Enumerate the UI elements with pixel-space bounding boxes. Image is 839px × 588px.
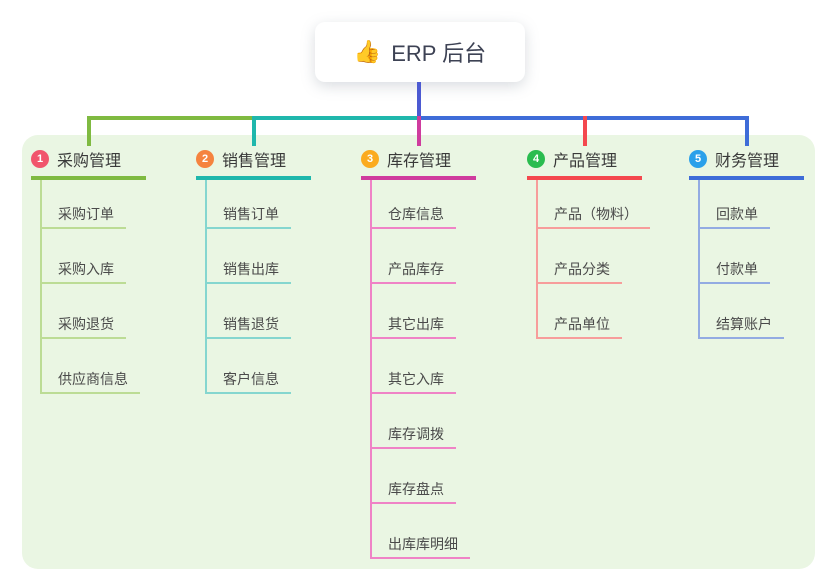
root-node[interactable]: 👍 ERP 后台 xyxy=(315,22,525,82)
child-node[interactable]: 产品库存 xyxy=(370,256,456,284)
child-node[interactable]: 其它出库 xyxy=(370,311,456,339)
branch-header-4[interactable]: 4 产品管理 xyxy=(527,146,617,172)
child-node[interactable]: 采购退货 xyxy=(40,311,126,339)
child-node[interactable]: 产品（物料） xyxy=(536,201,650,229)
branch-2-underline xyxy=(196,176,311,180)
root-node-label: ERP 后台 xyxy=(391,41,487,66)
child-node[interactable]: 采购订单 xyxy=(40,201,126,229)
branch-header-5[interactable]: 5 财务管理 xyxy=(689,146,779,172)
branch-2-drop-line xyxy=(252,116,256,146)
branch-label: 财务管理 xyxy=(715,153,780,170)
branch-label: 销售管理 xyxy=(222,153,287,170)
child-node[interactable]: 出库库明细 xyxy=(370,531,470,559)
branch-header-3[interactable]: 3 库存管理 xyxy=(361,146,451,172)
branch-number-badge: 5 xyxy=(689,150,707,168)
bus-segment-green xyxy=(89,116,254,120)
branch-label: 采购管理 xyxy=(57,153,122,170)
child-node[interactable]: 结算账户 xyxy=(698,311,784,339)
branch-header-2[interactable]: 2 销售管理 xyxy=(196,146,286,172)
branch-number-badge: 4 xyxy=(527,150,545,168)
child-node[interactable]: 回款单 xyxy=(698,201,770,229)
branch-1-drop-line xyxy=(87,116,91,146)
child-node[interactable]: 其它入库 xyxy=(370,366,456,394)
child-node[interactable]: 客户信息 xyxy=(205,366,291,394)
branches-panel xyxy=(22,135,815,569)
branch-number-badge: 2 xyxy=(196,150,214,168)
root-connector-line xyxy=(417,82,421,116)
branch-3-underline xyxy=(361,176,476,180)
branch-2-child-rail xyxy=(205,180,207,394)
branch-3-child-rail xyxy=(370,180,372,559)
branch-4-underline xyxy=(527,176,642,180)
child-node[interactable]: 销售出库 xyxy=(205,256,291,284)
branch-4-drop-line xyxy=(583,116,587,146)
child-node[interactable]: 产品单位 xyxy=(536,311,622,339)
branch-label: 产品管理 xyxy=(553,153,618,170)
branch-label: 库存管理 xyxy=(387,153,452,170)
branch-5-underline xyxy=(689,176,804,180)
branch-number-badge: 1 xyxy=(31,150,49,168)
child-node[interactable]: 采购入库 xyxy=(40,256,126,284)
branch-number-badge: 3 xyxy=(361,150,379,168)
branch-header-1[interactable]: 1 采购管理 xyxy=(31,146,121,172)
child-node[interactable]: 销售退货 xyxy=(205,311,291,339)
child-node[interactable]: 库存调拨 xyxy=(370,421,456,449)
branch-5-child-rail xyxy=(698,180,700,339)
child-node[interactable]: 销售订单 xyxy=(205,201,291,229)
branch-5-drop-line xyxy=(745,116,749,146)
thumbs-up-icon: 👍 xyxy=(353,39,382,64)
child-node[interactable]: 产品分类 xyxy=(536,256,622,284)
branch-1-underline xyxy=(31,176,146,180)
child-node[interactable]: 仓库信息 xyxy=(370,201,456,229)
branch-1-child-rail xyxy=(40,180,42,394)
branch-3-drop-line xyxy=(417,116,421,146)
child-node[interactable]: 付款单 xyxy=(698,256,770,284)
bus-segment-teal xyxy=(254,116,421,120)
child-node[interactable]: 供应商信息 xyxy=(40,366,140,394)
branch-4-child-rail xyxy=(536,180,538,339)
child-node[interactable]: 库存盘点 xyxy=(370,476,456,504)
